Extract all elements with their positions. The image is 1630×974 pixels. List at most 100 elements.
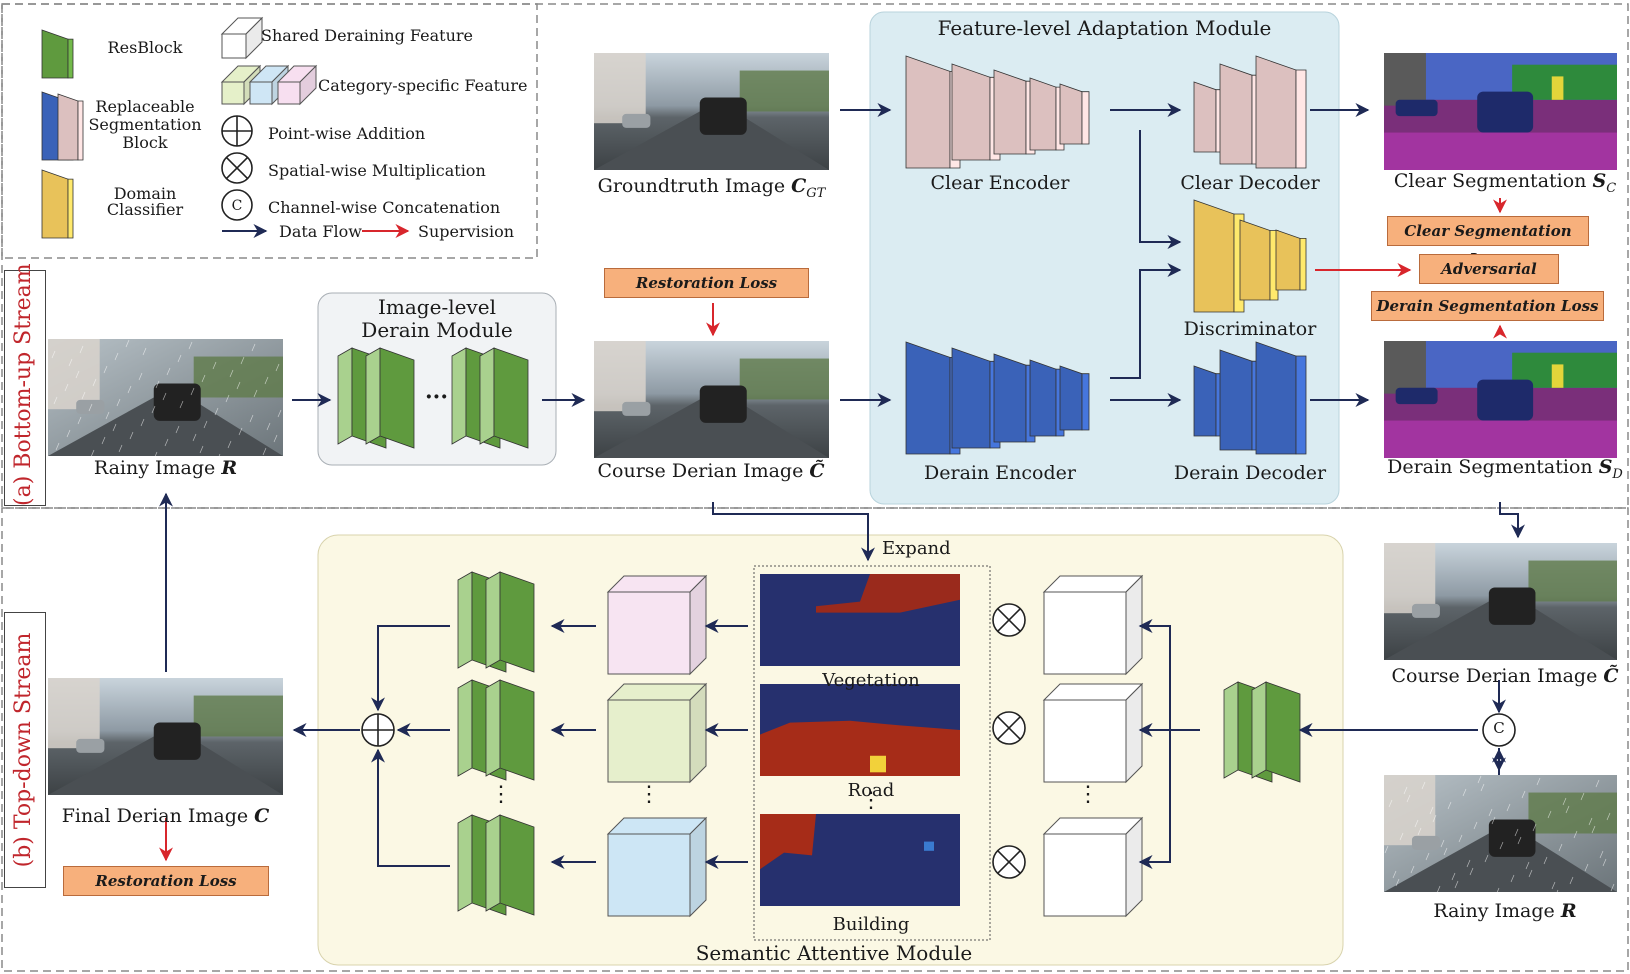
rainy-symbol-right: R: [1560, 900, 1577, 922]
derain-seg-caption: Derain Segmentation SD: [1380, 456, 1630, 482]
legend-multiplication-label: Spatial-wise Multiplication: [268, 161, 486, 180]
bottom-up-title-box: [4, 270, 46, 506]
derain-seg-loss: Derain Segmentation Loss: [1371, 291, 1604, 321]
clear-seg-caption-text: Clear Segmentation: [1393, 170, 1587, 192]
legend-addition-icon: [221, 115, 253, 147]
groundtruth-caption: Groundtruth Image CGT: [594, 175, 829, 201]
course-derain-symbol-top: C̃: [809, 460, 825, 482]
sam-resblock-1: [457, 571, 535, 673]
legend-domain-label-2: Classifier: [106, 200, 184, 219]
legend-replaceable-glyph: [41, 91, 84, 161]
legend-concatenation-icon: [221, 189, 253, 221]
course-derain-caption-top-text: Course Derian Image: [597, 460, 804, 482]
legend-resblock-label: ResBlock: [107, 38, 183, 57]
course-derain-symbol-right: C̃: [1603, 665, 1619, 687]
legend-resblock-glyph: [41, 29, 74, 79]
legend-shared-label: Shared Deraining Feature: [261, 26, 473, 45]
final-derain-caption-text: Final Derian Image: [61, 805, 249, 827]
derain-resblock-1: [337, 347, 415, 449]
vdots-category: ⋮: [638, 782, 660, 807]
derain-seg-caption-text: Derain Segmentation: [1387, 456, 1593, 478]
concat-node: [1482, 713, 1516, 747]
category-feature-vegetation: [606, 574, 708, 676]
legend-shared-cube: [220, 16, 264, 60]
legend-domain-label-1: Domain: [113, 184, 177, 203]
vdots-shared: ⋮: [1077, 782, 1099, 807]
groundtruth-symbol: C: [791, 175, 807, 197]
arrow-course-to-expand: [712, 502, 875, 562]
course-derain-caption-top: Course Derian Image C̃: [586, 460, 836, 482]
bottom-up-title: (a) Bottom-up Stream: [11, 263, 36, 506]
sam-resblock-3: [457, 814, 535, 916]
derain-decoder-label: Derain Decoder: [1173, 462, 1327, 484]
top-down-frame: [1, 507, 1629, 972]
rainy-caption-top-text: Rainy Image: [93, 457, 216, 479]
vegetation-attention-map: [760, 574, 960, 666]
building-attention-map: [760, 814, 960, 906]
clear-seg-caption: Clear Segmentation SC: [1380, 170, 1630, 196]
discriminator-label: Discriminator: [1183, 318, 1317, 340]
vegetation-label: Vegetation: [822, 670, 920, 691]
image-level-title-1: Image-level: [378, 295, 496, 319]
adversarial-loss: Adversarial Loss: [1419, 254, 1559, 306]
arrow-sam-to-shared-3: [1138, 730, 1171, 869]
legend-domain-glyph: [41, 169, 74, 239]
legend-replaceable-label-1: Replaceable: [95, 97, 195, 116]
vdots-maps: ⋮: [860, 788, 882, 813]
category-feature-road: [606, 682, 708, 784]
groundtruth-subscript: GT: [806, 185, 826, 201]
category-feature-building: [606, 816, 708, 918]
image-level-title-2: Derain Module: [361, 318, 513, 342]
derain-segmentation-map: [1384, 341, 1617, 458]
multiply-node-road: [992, 711, 1026, 745]
derain-encoder-label: Derain Encoder: [924, 462, 1076, 484]
final-derain-caption: Final Derian Image C: [48, 805, 283, 827]
building-label: Building: [832, 914, 910, 935]
final-derain-symbol: C: [254, 805, 270, 827]
legend-replaceable-label-2: Segmentation: [88, 115, 202, 134]
rainy-caption-right: Rainy Image R: [1380, 900, 1630, 922]
rainy-caption-right-text: Rainy Image: [1433, 900, 1555, 922]
semantic-title: Semantic Attentive Module: [695, 941, 973, 965]
legend-concat-symbol: C: [231, 198, 243, 214]
legend-concatenation-label: Channel-wise Concatenation: [268, 198, 501, 217]
region-frames: [1, 3, 1629, 972]
course-derain-caption-right: Course Derian Image C̃: [1380, 665, 1630, 687]
derain-seg-symbol: S: [1598, 456, 1613, 478]
arrow-clear-encoder-to-discriminator: [1139, 130, 1182, 249]
multiply-node-vegetation: [992, 603, 1026, 637]
clear-seg-loss: Clear Segmentation Loss: [1387, 216, 1589, 268]
legend-multiplication-icon: [221, 152, 253, 184]
clear-seg-subscript: C: [1606, 180, 1617, 196]
shared-feature-1: [1042, 574, 1144, 676]
derain-module-ellipsis: ···: [425, 384, 448, 410]
arrow-resblock-1-to-add: [371, 625, 450, 712]
top-down-title-box: [4, 612, 46, 888]
course-derain-caption-right-text: Course Derian Image: [1391, 665, 1598, 687]
attention-map-frame: [753, 565, 991, 941]
concat-symbol-right: C: [1493, 719, 1505, 737]
derain-decoder-stack: [1193, 341, 1307, 455]
top-down-title: (b) Top-down Stream: [11, 632, 36, 868]
arrow-sam-to-shared-1: [1138, 619, 1200, 731]
rainy-photo-top: [44, 338, 283, 462]
legend-replaceable-label-3: Block: [122, 133, 168, 152]
final-derain-photo: [48, 678, 283, 795]
shared-feature-2: [1042, 682, 1144, 784]
legend-addition-label: Point-wise Addition: [268, 124, 426, 143]
derain-seg-subscript: D: [1612, 466, 1623, 482]
clear-segmentation-map: [1384, 53, 1617, 170]
road-label: Road: [847, 780, 895, 801]
arrow-derain-encoder-to-discriminator: [1110, 263, 1182, 379]
rainy-symbol-top: R: [221, 457, 238, 479]
derain-resblock-2: [451, 347, 529, 449]
groundtruth-photo: [594, 53, 829, 170]
legend-data-flow-label: Data Flow: [279, 222, 362, 241]
clear-encoder-label: Clear Encoder: [930, 172, 1070, 194]
arrow-course-to-right-photo: [1499, 502, 1525, 539]
legend-category-cubes: [220, 64, 318, 106]
road-attention-map: [760, 684, 960, 776]
clear-encoder-stack: [905, 55, 1090, 169]
clear-seg-symbol: S: [1592, 170, 1607, 192]
